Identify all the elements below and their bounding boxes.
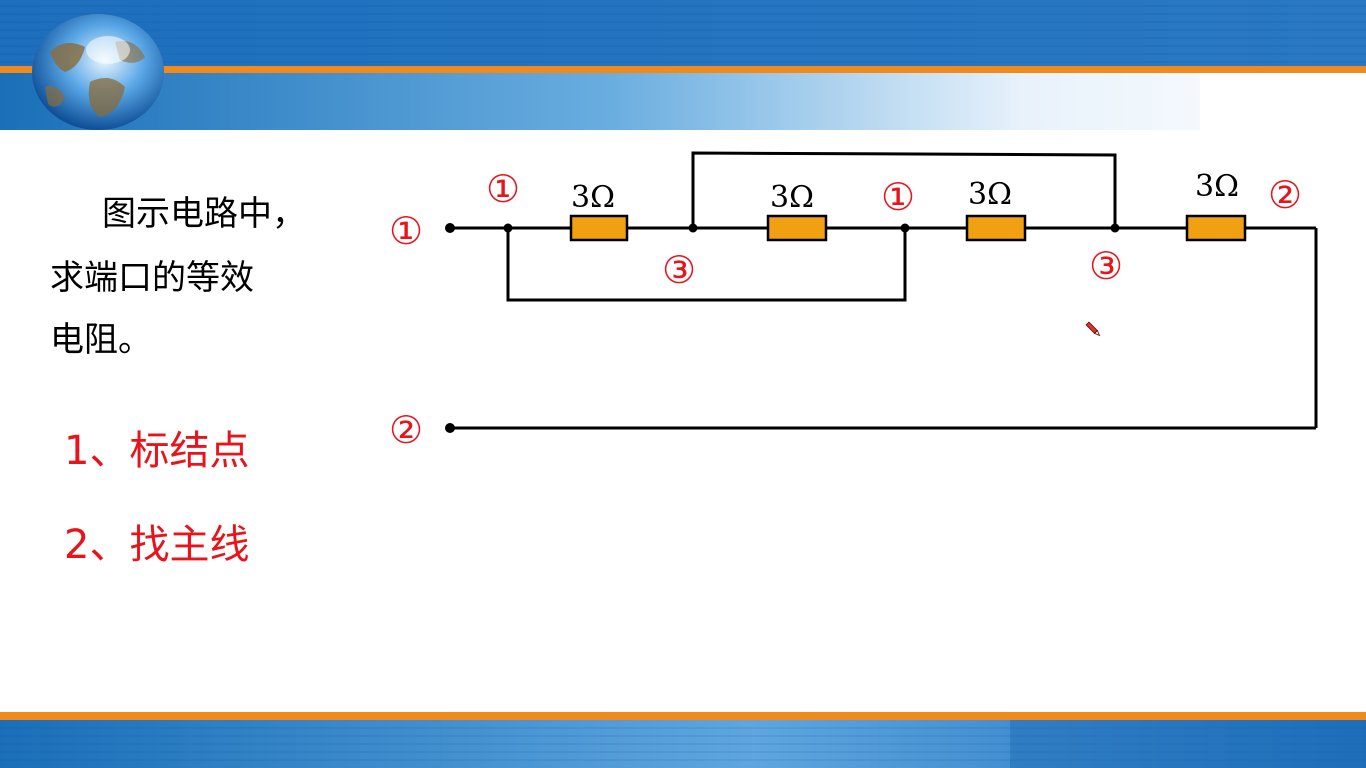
junction-dot [688,223,698,233]
port-label-2: ② [389,408,423,452]
problem-text-line-2: 求端口的等效 [50,258,254,298]
port-terminal-2 [445,423,455,433]
resistor-label-2: 3Ω [770,180,814,215]
wire-upper-bypass [691,151,1117,228]
pen-cursor-icon [1085,321,1101,337]
wire-lower-bypass [506,228,907,302]
problem-text-line-1: 图示电路中， [102,194,306,234]
node-label-1b: ① [881,175,915,219]
resistor-label-4: 3Ω [1195,169,1239,204]
step-1: 1、标结点 [64,428,250,474]
node-label-2: ② [1268,173,1302,217]
node-label-1a: ① [486,167,520,211]
step-2: 2、找主线 [64,522,250,568]
resistor-label-3: 3Ω [968,177,1012,212]
resistor-label-1: 3Ω [571,180,615,215]
junction-dot [1110,223,1120,233]
resistor-1 [569,214,629,242]
resistor-2 [766,214,828,242]
junction-dot [503,223,513,233]
junction-dot [900,223,910,233]
port-label-1: ① [389,209,423,253]
footer-band [0,712,1366,768]
node-label-3a: ③ [662,248,696,292]
globe-icon [32,14,164,130]
node-label-3b: ③ [1089,244,1123,288]
header-band [0,0,1366,130]
resistor-3 [965,214,1027,242]
port-terminal-1 [445,223,455,233]
problem-text-line-3: 电阻。 [50,320,152,360]
circuit-diagram: 3Ω 3Ω 3Ω 3Ω ① ② ① ③ ① ③ ② [389,151,1318,452]
resistor-4 [1185,214,1247,242]
